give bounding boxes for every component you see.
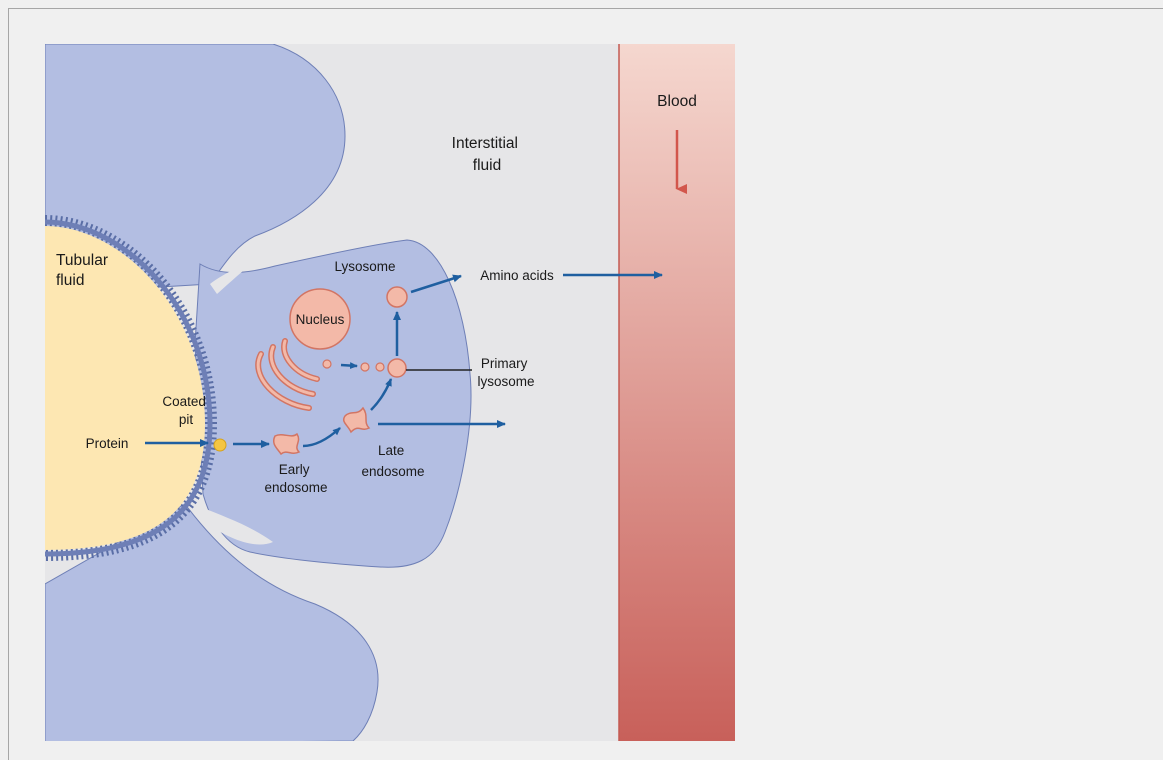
amino-acids-label: Amino acids [480,268,554,283]
primary-lysosome [388,359,406,377]
nucleus-label: Nucleus [296,312,345,327]
lysosome [387,287,407,307]
protein-label: Protein [86,436,129,451]
coated-pit [214,439,226,451]
epithelial-cell [195,240,471,567]
golgi-to-primary-lysosome-arrow [341,365,357,366]
content-frame: Tubular fluid Interstitial fluid Blood L… [8,8,1163,760]
proximal-tubule-protein-reabsorption-diagram: Tubular fluid Interstitial fluid Blood L… [45,44,735,741]
lysosome-label: Lysosome [334,259,395,274]
blood-label: Blood [657,93,697,110]
